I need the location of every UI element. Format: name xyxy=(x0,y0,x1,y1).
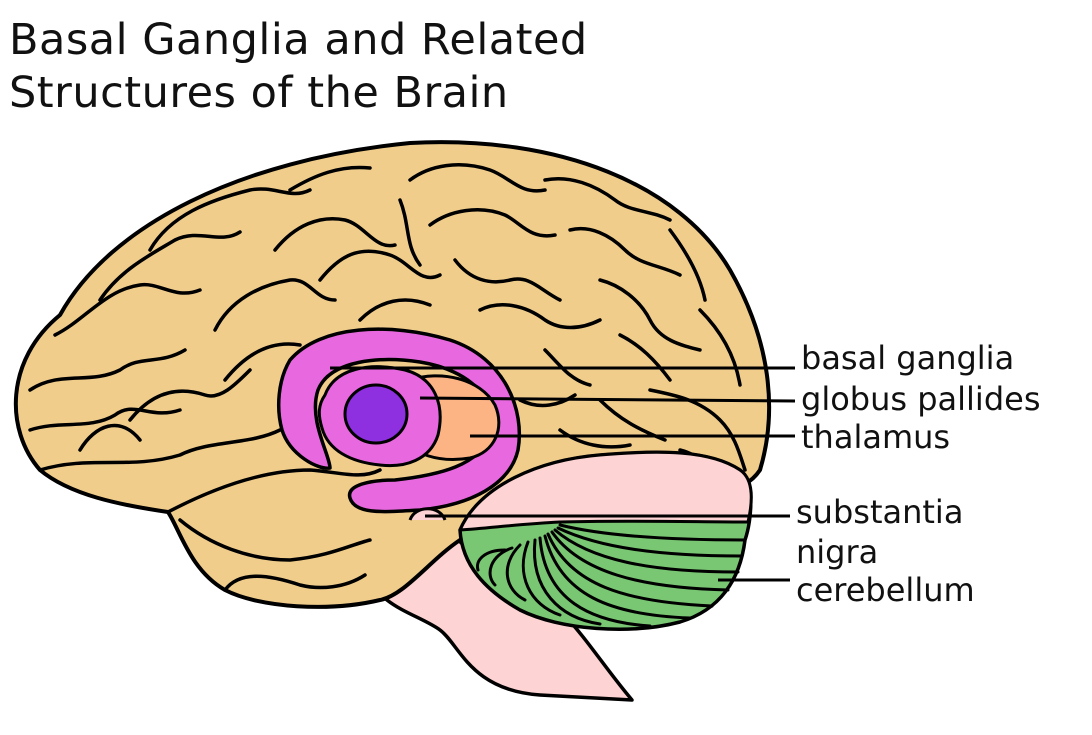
cerebellum-folia xyxy=(475,523,747,628)
label-substantia-nigra: substantia nigra xyxy=(796,492,963,572)
basal-ganglia xyxy=(276,327,522,514)
cerebellum-upper-lobe xyxy=(458,450,753,532)
leader-lines xyxy=(330,366,796,582)
label-cerebellum: cerebellum xyxy=(796,571,975,609)
title-line-2: Structures of the Brain xyxy=(9,68,509,118)
globus-pallides xyxy=(343,383,409,445)
label-substantia-line-2: nigra xyxy=(796,533,879,571)
label-globus-pallides: globus pallides xyxy=(801,380,1041,418)
diagram-title: Basal Ganglia and Related Structures of … xyxy=(9,14,588,120)
label-substantia-line-1: substantia xyxy=(796,493,964,531)
title-line-1: Basal Ganglia and Related xyxy=(9,15,588,65)
label-thalamus: thalamus xyxy=(801,418,951,456)
cerebral-gyri xyxy=(28,163,747,592)
label-basal-ganglia: basal ganglia xyxy=(801,339,1015,377)
leader-globus-pallides xyxy=(419,396,796,403)
